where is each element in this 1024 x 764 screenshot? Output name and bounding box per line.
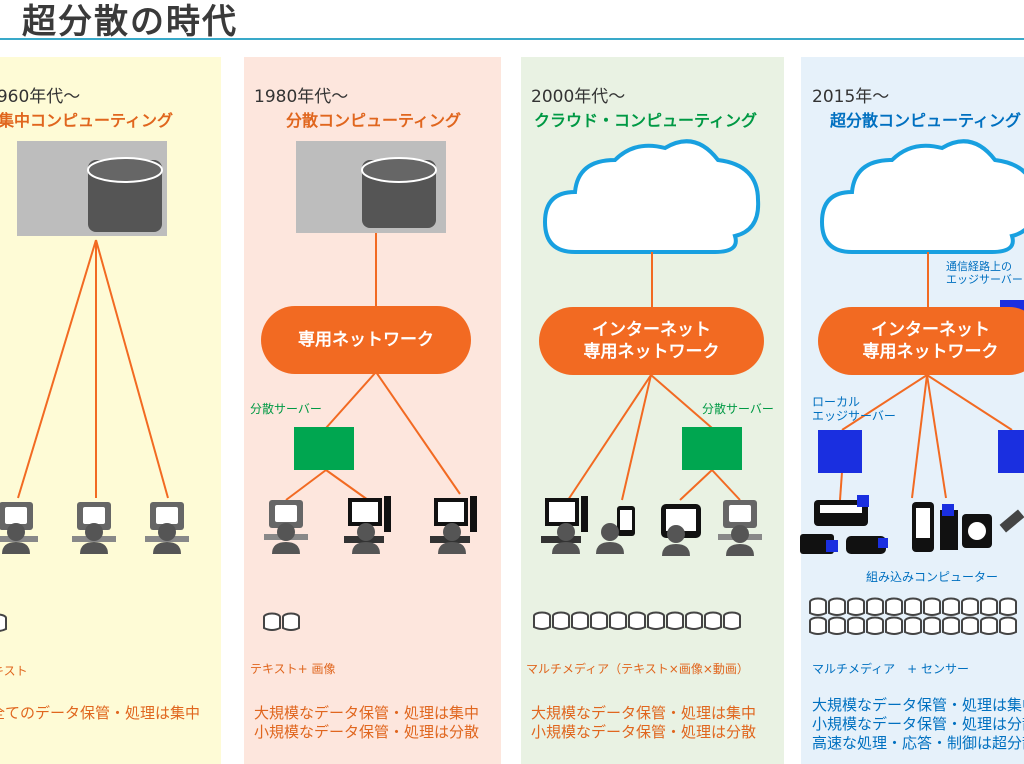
host-server-1960s	[17, 141, 167, 236]
kind-label-2000s: クラウド・コンピューティング	[534, 111, 758, 130]
terminals-1960s	[0, 502, 189, 554]
data-cylinders-1980s	[263, 612, 300, 631]
data-label-2000s: マルチメディア（テキスト×画像×動画）	[526, 662, 749, 676]
edge-route-label: 通信経路上の エッジサーバー	[946, 260, 1023, 286]
data-cylinder-1960s	[0, 613, 7, 632]
cloud-2015	[819, 139, 1024, 254]
links-2000s	[567, 374, 741, 501]
links-1980s	[285, 371, 461, 501]
cloud-2000s	[542, 139, 761, 254]
links-2015	[839, 374, 1013, 501]
network-pill-2000s: インターネット 専用ネットワーク	[539, 307, 764, 375]
title-rule	[0, 38, 1024, 40]
data-label-2015: マルチメディア + センサー	[812, 662, 970, 676]
terminals-2000s	[541, 496, 762, 556]
links-1960s	[17, 239, 169, 499]
network-pill-2015: インターネット 専用ネットワーク	[818, 307, 1024, 375]
data-label-1960s: テキスト	[0, 664, 28, 678]
server-label-2000s: 分散サーバー	[702, 402, 774, 416]
local-edge-server-right	[998, 430, 1024, 473]
distributed-server-1980s	[294, 427, 354, 470]
server-label-1980s: 分散サーバー	[250, 402, 322, 416]
kind-label-1960s: 集中コンピューティング	[0, 111, 174, 130]
kind-label-2015: 超分散コンピューティング	[830, 111, 1022, 130]
distributed-server-2000s	[682, 427, 742, 470]
network-pill-1980s: 専用ネットワーク	[261, 306, 471, 374]
era-label-1980s: 1980年代〜	[254, 87, 349, 107]
era-label-2015: 2015年〜	[812, 87, 890, 107]
footer-2015: 大規模なデータ保管・処理は集中 小規模なデータ保管・処理は分散 高速な処理・応答…	[812, 696, 1024, 752]
local-edge-label: ローカル エッジサーバー	[812, 395, 896, 423]
era-label-1960s: 1960年代〜	[0, 87, 81, 107]
footer-2000s: 大規模なデータ保管・処理は集中 小規模なデータ保管・処理は分散	[531, 704, 757, 741]
host-server-1980s	[296, 141, 446, 233]
embedded-label: 組み込みコンピューター	[866, 570, 999, 584]
data-cylinders-2015	[809, 597, 1017, 635]
terminals-1980s	[264, 496, 477, 554]
data-cylinders-2000s	[533, 611, 741, 630]
local-edge-server-left	[818, 430, 862, 473]
kind-label-1980s: 分散コンピューティング	[286, 111, 462, 130]
embedded-devices	[800, 495, 1024, 554]
footer-1960s: 全てのデータ保管・処理は集中	[0, 704, 201, 722]
page-title: 超分散の時代	[22, 2, 238, 42]
data-label-1980s: テキスト+ 画像	[250, 662, 336, 676]
era-label-2000s: 2000年代〜	[531, 87, 626, 107]
footer-1980s: 大規模なデータ保管・処理は集中 小規模なデータ保管・処理は分散	[254, 704, 480, 741]
